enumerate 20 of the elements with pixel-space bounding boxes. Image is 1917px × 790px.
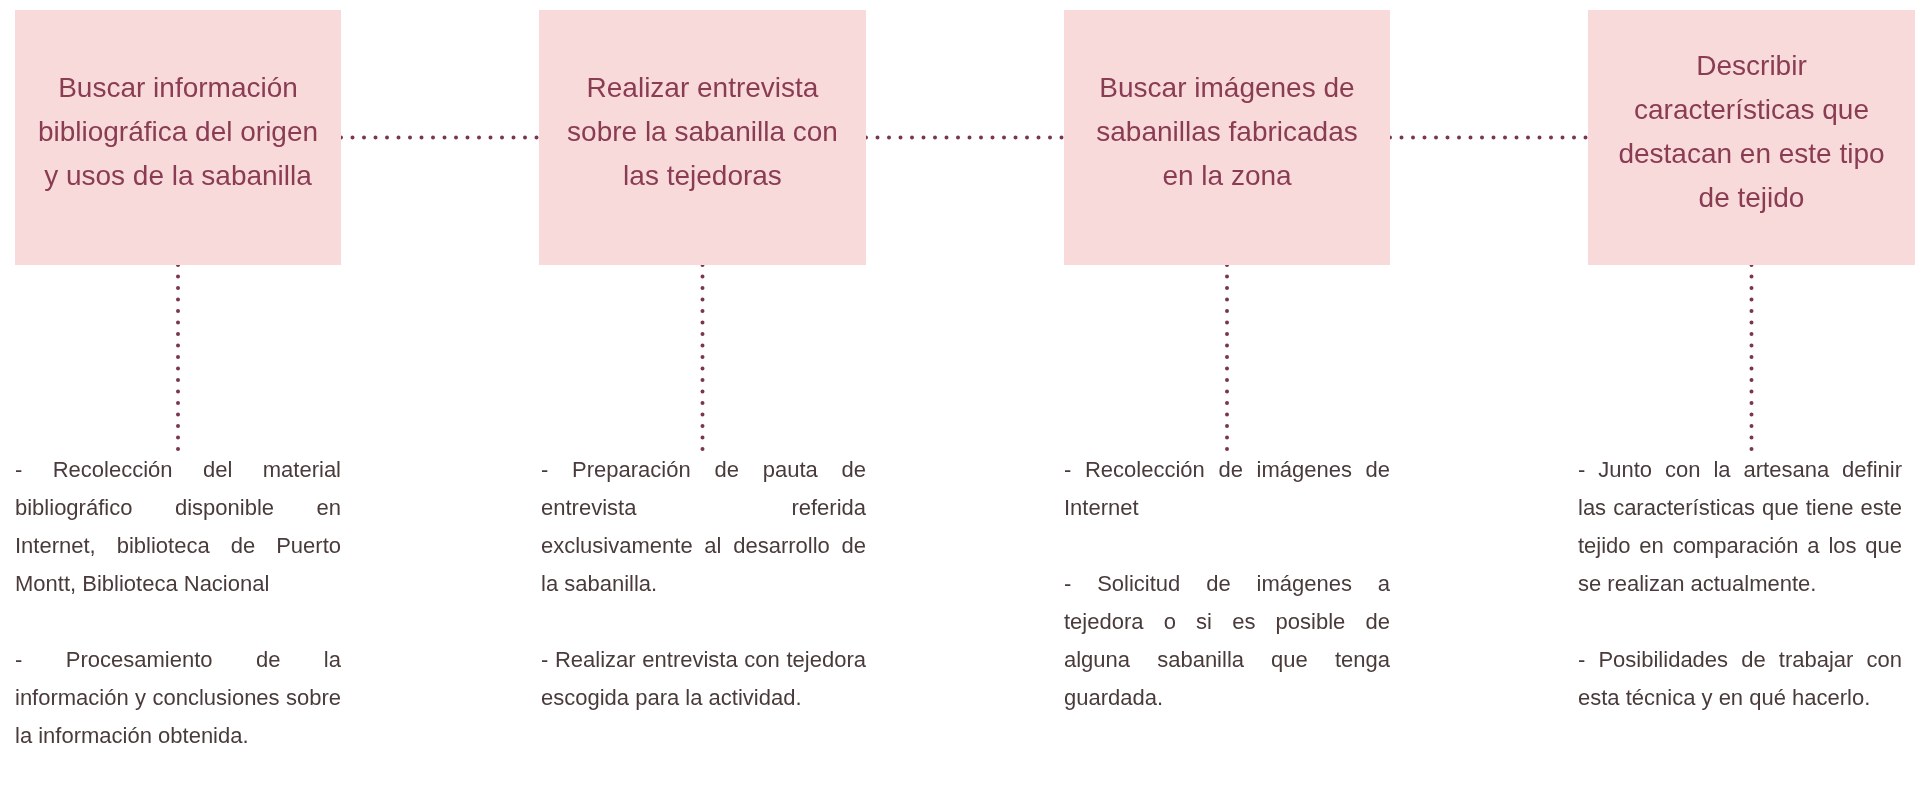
task-paragraph: - Procesamiento de la información y conclusiones sobre la información obtenida. — [15, 646, 341, 750]
step-title: Describir características que destacan en este tipo de tejido — [1617, 48, 1886, 215]
task-paragraph: - Solicitud de imágenes a tejedora o si es posible de alguna sabanilla que tenga guardada. — [1064, 570, 1390, 712]
task-paragraph: - Posibilidades de trabajar con esta técnica y en qué hacerlo. — [1578, 646, 1902, 712]
dotted-connector — [1225, 263, 1229, 453]
task-paragraph: - Preparación de pauta de entrevista referida exclusivamente al desarrollo de la sabanilla. — [541, 456, 866, 598]
task-paragraph: - Recolección de imágenes de Internet — [1064, 456, 1390, 522]
task-paragraph: - Realizar entrevista con tejedora escogida para la actividad. — [541, 646, 866, 712]
dotted-connector — [176, 263, 180, 453]
dotted-connector — [1749, 263, 1754, 453]
dotted-connector — [700, 263, 705, 453]
step-box — [539, 10, 866, 265]
task-paragraph: - Recolección del material bibliográfico disponible en Internet, biblioteca de Puerto Montt, Biblioteca Nacional — [15, 456, 341, 598]
step-title: Realizar entrevista sobre la sabanilla con las tejedoras — [566, 70, 839, 193]
step-box — [1064, 10, 1390, 265]
step-title: Buscar imágenes de sabanillas fabricadas en la zona — [1095, 70, 1359, 193]
step-title: Buscar información bibliográfica del origen y usos de la sabanilla — [37, 70, 319, 193]
task-paragraph: - Junto con la artesana definir las características que tiene este tejido en comparación a los que se realizan actualmente. — [1578, 456, 1902, 598]
step-box — [1588, 10, 1915, 265]
step-box — [15, 10, 341, 265]
